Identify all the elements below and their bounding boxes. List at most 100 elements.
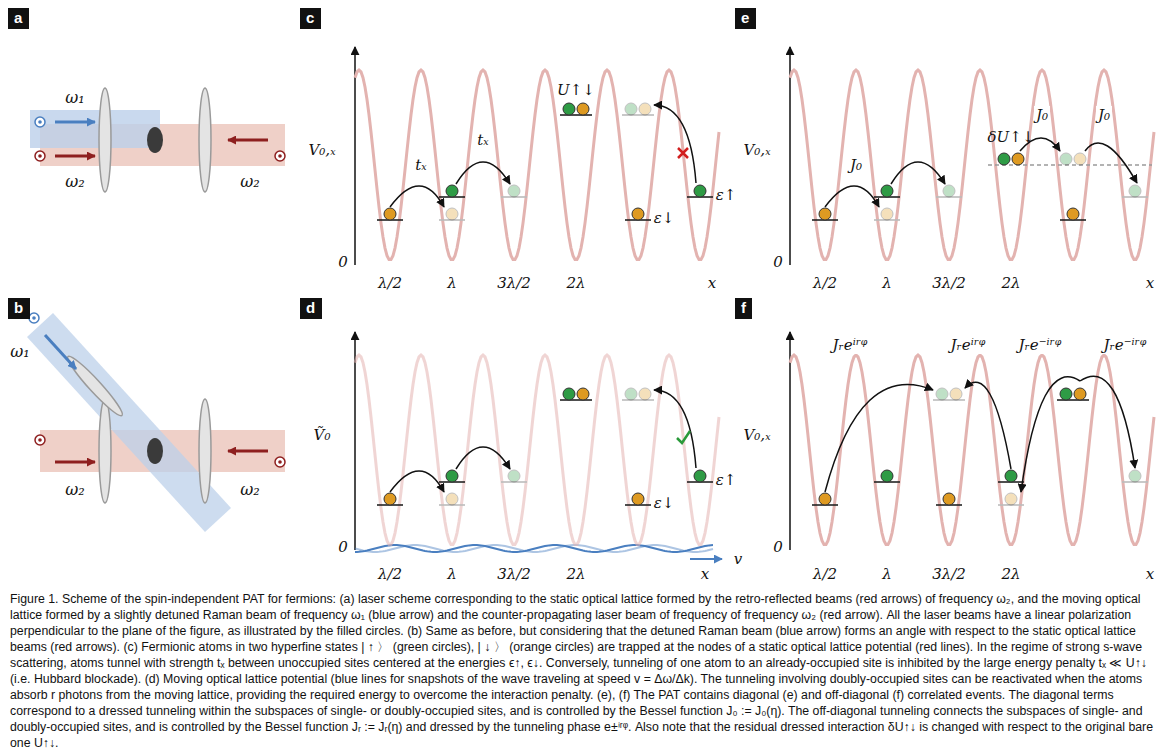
spin-down-atom <box>1005 493 1017 505</box>
spin-down-atom <box>632 208 644 220</box>
figure-label: V₀,ₓ <box>744 141 771 159</box>
spin-up-atom <box>881 470 893 482</box>
beam-arrow <box>45 335 76 369</box>
energy-level <box>622 399 654 401</box>
axis <box>789 332 791 550</box>
lens <box>99 399 111 503</box>
polarization-symbol <box>35 151 45 161</box>
figure-label: J₀ <box>850 156 862 174</box>
spin-down-atom <box>384 208 396 220</box>
spin-up-atom <box>694 185 706 197</box>
spin-up-atom <box>1060 153 1072 165</box>
figure-label: x <box>708 274 716 292</box>
axis <box>789 47 791 265</box>
spin-up-atom <box>1129 470 1141 482</box>
figure-label: Jᵣe⁻ⁱʳᵠ <box>1102 336 1149 354</box>
panel-letter: f <box>741 299 746 316</box>
beam-arrow <box>55 461 95 464</box>
energy-level <box>1057 399 1089 401</box>
polarization-dot <box>32 316 36 320</box>
spin-down-atom <box>1012 153 1024 165</box>
panel-letter: a <box>14 9 22 26</box>
figure-label: tₓ <box>415 156 426 174</box>
figure-label: Jᵣeⁱʳᵠ <box>949 336 988 354</box>
lattice-potential <box>355 70 719 260</box>
lens <box>64 352 127 419</box>
panel-letter: c <box>306 9 314 26</box>
polarization-dot <box>38 120 42 124</box>
energy-level <box>933 399 965 401</box>
panel-label: d <box>300 298 322 319</box>
figure-label: ε↑ <box>716 186 737 204</box>
tunneling-arrow <box>1080 376 1135 468</box>
panel-label: f <box>735 298 752 319</box>
spin-up-atom <box>563 103 575 115</box>
dressed-level <box>988 164 1152 165</box>
spin-up-atom <box>694 470 706 482</box>
figure-label: ω₁ <box>65 89 84 107</box>
spin-down-atom <box>819 493 831 505</box>
spin-up-atom <box>936 388 948 400</box>
spin-down-atom <box>950 388 962 400</box>
panel-label: e <box>735 8 756 29</box>
allowed-mark <box>677 431 690 443</box>
spin-down-atom <box>639 388 651 400</box>
spin-down-atom <box>577 388 589 400</box>
panel-letter: d <box>306 299 315 316</box>
spin-down-atom <box>819 208 831 220</box>
tunneling-arrow <box>825 384 933 492</box>
tunneling-arrow <box>456 162 510 184</box>
beam-arrow <box>55 155 95 158</box>
figure-label: ω₁ <box>10 343 29 361</box>
figure-label: λ <box>447 565 457 583</box>
spin-down-atom <box>639 103 651 115</box>
figure-label: x <box>1146 565 1154 583</box>
tunneling-arrow <box>654 105 696 183</box>
figure-label: ε↓ <box>654 494 675 512</box>
spin-down-atom <box>446 208 458 220</box>
tunneling-arrow <box>1021 377 1080 492</box>
spin-up-atom <box>881 185 893 197</box>
polarization-symbol <box>35 435 45 445</box>
moving-lattice <box>355 545 713 552</box>
panel-letter: e <box>741 9 749 26</box>
figure-label: ε↓ <box>654 209 675 227</box>
tunneling-arrow <box>654 390 696 468</box>
figure-label: x <box>701 565 709 583</box>
figure-label: 2λ <box>1001 565 1020 583</box>
polarization-dot <box>38 154 42 158</box>
spin-up-atom <box>1005 470 1017 482</box>
figure-label: ω₂ <box>240 173 259 191</box>
figure-label: ω₂ <box>65 173 84 191</box>
figure-label: λ <box>882 565 892 583</box>
spin-up-atom <box>625 388 637 400</box>
spin-up-atom <box>508 470 520 482</box>
figure-label: 3λ/2 <box>497 565 531 583</box>
spin-up-atom <box>1060 388 1072 400</box>
figure-label: 0 <box>773 538 783 556</box>
figure-label: x <box>1146 274 1154 292</box>
figure-label: λ <box>882 274 892 292</box>
figure-label: ω₂ <box>65 481 84 499</box>
beam-arrow <box>690 558 722 560</box>
spin-down-atom <box>943 493 955 505</box>
figure-label: V₀,ₓ <box>744 426 771 444</box>
tunneling-arrow <box>965 382 1011 469</box>
polarization-dot <box>278 154 282 158</box>
figure-label: λ/2 <box>813 274 837 292</box>
energy-level <box>560 114 592 116</box>
figure-label: tₓ <box>477 131 488 149</box>
lens <box>99 88 111 192</box>
figure-label: V₀,ₓ <box>309 141 336 159</box>
figure-label: 3λ/2 <box>932 274 966 292</box>
figure-label: 3λ/2 <box>932 565 966 583</box>
beam-arrow <box>228 450 268 453</box>
axis <box>354 332 356 550</box>
spin-down-atom <box>384 493 396 505</box>
figure-label: 3λ/2 <box>497 274 531 292</box>
moving-lattice <box>355 545 713 552</box>
blocked-mark <box>678 148 688 158</box>
spin-up-atom <box>1129 185 1141 197</box>
figure-label: λ/2 <box>378 565 402 583</box>
